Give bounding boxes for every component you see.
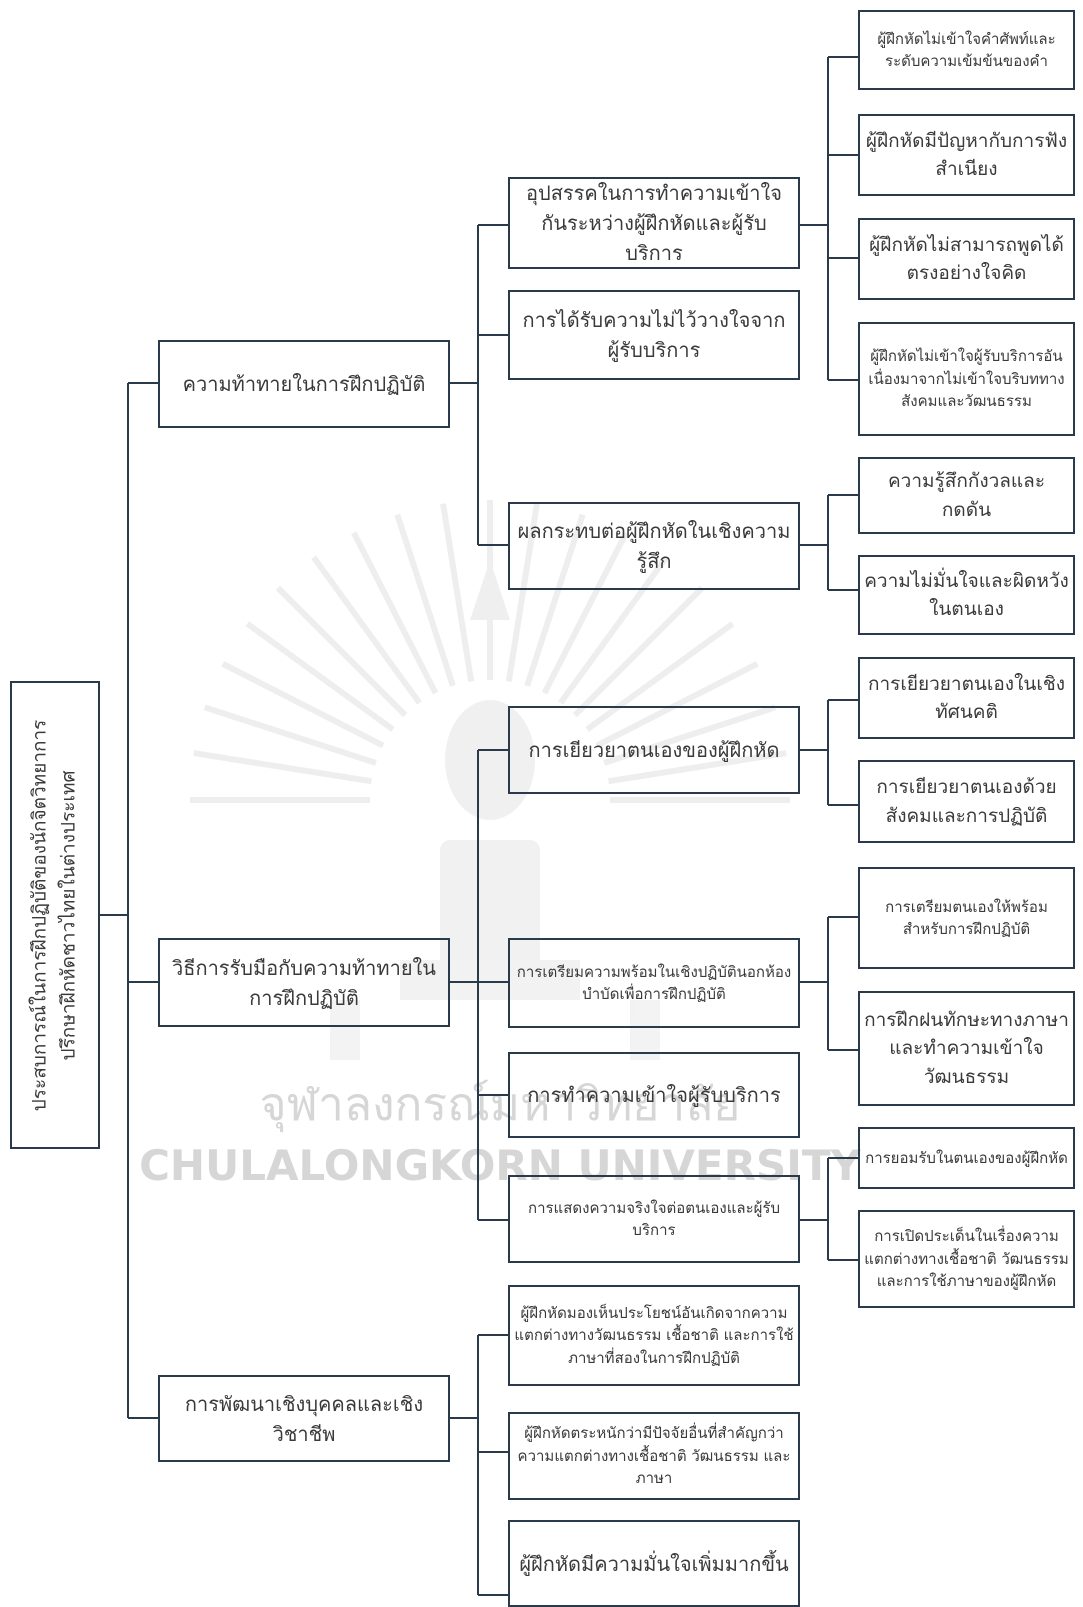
watermark-ray [394, 513, 456, 687]
watermark-ray [505, 503, 540, 682]
node-understanding-barrier: อุปสรรคในการทำความเข้าใจกันระหว่างผู้ฝึก… [508, 177, 800, 269]
node-accent: ผู้ฝึกหัดมีปัญหากับการฟังสำเนียง [858, 114, 1075, 196]
node-benefit: ผู้ฝึกหัดมองเห็นประโยชน์อันเกิดจากความแต… [508, 1285, 800, 1386]
watermark-ray [275, 585, 408, 718]
node-anxiety: ความรู้สึกกังวลและกดดัน [858, 457, 1075, 534]
watermark-ray [351, 531, 439, 695]
node-self-healing: การเยียวยาตนเองของผู้ฝึกหัด [508, 706, 800, 794]
node-attitude-healing: การเยียวยาตนเองในเชิงทัศนคติ [858, 657, 1075, 739]
watermark-ray [595, 661, 759, 749]
root-node: ประสบการณ์ในการฝึกปฏิบัติของนักจิตวิทยาก… [10, 681, 100, 1149]
node-speaking: ผู้ฝึกหัดไม่สามารถพูดได้ตรงอย่างใจคิด [858, 218, 1075, 300]
watermark-ray [203, 704, 377, 766]
watermark-ray [572, 585, 705, 718]
node-self-acceptance: การยอมรับในตนเองของผู้ฝึกหัด [858, 1127, 1075, 1189]
node-coping: วิธีการรับมือกับความท้าทายในการฝึกปฏิบัต… [158, 938, 450, 1027]
watermark-ray [221, 661, 385, 749]
watermark-ray [541, 531, 629, 695]
node-distrust: การได้รับความไม่ไว้วางใจจากผู้รับบริการ [508, 290, 800, 380]
node-language-skills: การฝึกฝนทักษะทางภาษาและทำความเข้าใจวัฒนธ… [858, 991, 1075, 1106]
watermark-ray [603, 704, 777, 766]
watermark-ray [524, 513, 586, 687]
watermark-english: CHULALONGKORN UNIVERSITY [139, 1141, 861, 1190]
watermark-ray [193, 750, 372, 785]
node-development: การพัฒนาเชิงบุคคลและเชิงวิชาชีพ [158, 1375, 450, 1462]
node-other-factors: ผู้ฝึกหัดตระหนักว่ามีปัจจัยอื่นที่สำคัญก… [508, 1412, 800, 1500]
watermark-thai: จุฬาลงกรณ์มหาวิทยาลัย [260, 1077, 741, 1133]
watermark-ray [245, 621, 395, 732]
node-disappointment: ความไม่มั่นใจและผิดหวังในตนเอง [858, 555, 1075, 635]
node-open-discussion: การเปิดประเด็นในเรื่องความแตกต่างทางเชื้… [858, 1210, 1075, 1308]
node-terms: ผู้ฝึกหัดไม่เข้าใจคำศัพท์และระดับความเข้… [858, 10, 1075, 90]
node-challenges: ความท้าทายในการฝึกปฏิบัติ [158, 340, 450, 428]
root-label: ประสบการณ์ในการฝึกปฏิบัติของนักจิตวิทยาก… [28, 719, 80, 1111]
node-preparation: การเตรียมความพร้อมในเชิงปฏิบัตินอกห้องบำ… [508, 938, 800, 1028]
watermark-emblem [190, 500, 790, 1060]
node-emotional-impact: ผลกระทบต่อผู้ฝึกหัดในเชิงความรู้สึก [508, 502, 800, 590]
watermark-ray [311, 555, 422, 705]
watermark-ray [608, 750, 787, 785]
node-self-prep: การเตรียมตนเองให้พร้อมสำหรับการฝึกปฏิบัต… [858, 867, 1075, 969]
watermark-ray [558, 555, 669, 705]
watermark-ray [440, 503, 475, 682]
node-understanding-clients: การทำความเข้าใจผู้รับบริการ [508, 1052, 800, 1138]
node-confidence: ผู้ฝึกหัดมีความมั่นใจเพิ่มมากขึ้น [508, 1520, 800, 1607]
node-social-healing: การเยียวยาตนเองด้วยสังคมและการปฏิบัติ [858, 760, 1075, 843]
watermark-ray [585, 621, 735, 732]
node-sincerity: การแสดงความจริงใจต่อตนเองและผู้รับบริการ [508, 1175, 800, 1263]
node-context: ผู้ฝึกหัดไม่เข้าใจผู้รับบริการอันเนื่องม… [858, 322, 1075, 436]
